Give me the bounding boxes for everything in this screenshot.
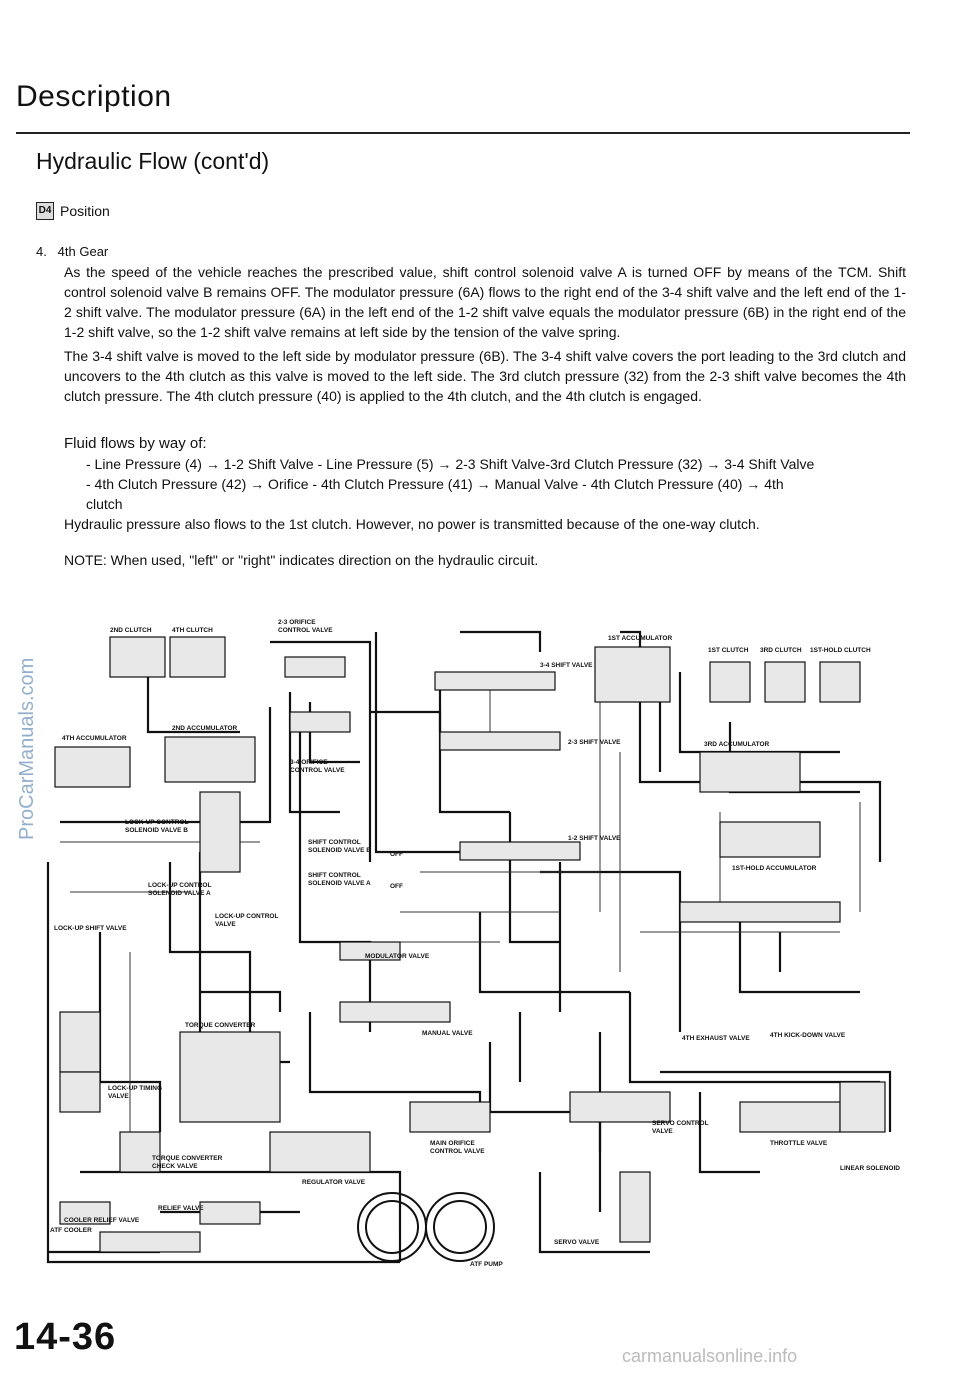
label-2-3-orifice-control: CONTROL VALVE	[278, 627, 333, 634]
label-servo-control: SERVO CONTROL	[652, 1120, 709, 1127]
label-4th-accumulator: 4TH ACCUMULATOR	[62, 735, 127, 742]
label-main-orifice: MAIN ORIFICE	[430, 1140, 475, 1147]
label-off-a: OFF	[390, 883, 403, 890]
label-off-b: OFF	[390, 851, 403, 858]
label-manual-valve: MANUAL VALVE	[422, 1030, 473, 1037]
label-shift-control-a-2: SOLENOID VALVE A	[308, 880, 371, 887]
label-cooler-relief-valve: COOLER RELIEF VALVE	[64, 1217, 140, 1224]
label-lockup-timing-2: VALVE	[108, 1093, 129, 1100]
fluid-intro: Fluid flows by way of:	[64, 435, 207, 452]
flow-line-3: clutch	[86, 496, 123, 512]
flow-line-1: - Line Pressure (4) → 1-2 Shift Valve - …	[86, 456, 815, 472]
label-2nd-accumulator: 2ND ACCUMULATOR	[172, 725, 238, 732]
label-4th-clutch: 4TH CLUTCH	[172, 627, 213, 634]
label-servo-valve: SERVO VALVE	[554, 1239, 600, 1246]
hydraulic-circuit-diagram: 2ND CLUTCH 4TH CLUTCH 2-3 ORIFICE CONTRO…	[46, 619, 900, 1268]
label-3-4-orifice-control: CONTROL VALVE	[290, 767, 345, 774]
label-lockup-timing: LOCK-UP TIMING	[108, 1085, 162, 1092]
label-shift-control-b-2: SOLENOID VALVE B	[308, 847, 371, 854]
paragraph-3: Hydraulic pressure also flows to the 1st…	[64, 516, 760, 532]
page-title: Description	[16, 80, 172, 113]
label-2nd-clutch: 2ND CLUTCH	[110, 627, 152, 634]
label-torque-converter: TORQUE CONVERTER	[185, 1022, 256, 1029]
label-lockup-shift-valve: LOCK-UP SHIFT VALVE	[54, 925, 127, 932]
flow-line-2: - 4th Clutch Pressure (42) → Orifice - 4…	[86, 476, 784, 492]
label-lockup-control-a-2: SOLENOID VALVE A	[148, 890, 211, 897]
position-label: Position	[60, 203, 110, 219]
section-subtitle: Hydraulic Flow (cont'd)	[36, 148, 270, 174]
label-servo-control-2: VALVE	[652, 1128, 673, 1135]
label-1st-accumulator: 1ST ACCUMULATOR	[608, 635, 672, 642]
watermark: ProCarManuals.com	[16, 657, 38, 840]
label-relief-valve: RELIEF VALVE	[158, 1205, 204, 1212]
title-rule	[16, 132, 910, 134]
label-2-3-shift-valve: 2-3 SHIFT VALVE	[568, 739, 621, 746]
label-lockup-control-valve: LOCK-UP CONTROL	[215, 913, 278, 920]
paragraph-1: As the speed of the vehicle reaches the …	[64, 264, 906, 340]
label-1-2-shift-valve: 1-2 SHIFT VALVE	[568, 835, 621, 842]
item-heading: 4. 4th Gear	[36, 244, 109, 259]
label-lockup-control-valve-2: VALVE	[215, 921, 236, 928]
position-heading: D4 Position	[36, 202, 110, 220]
footer-site: carmanualsonline.info	[622, 1346, 798, 1366]
label-tc-check-valve: TORQUE CONVERTER	[152, 1155, 223, 1162]
label-throttle-valve: THROTTLE VALVE	[770, 1140, 828, 1147]
label-2-3-orifice: 2-3 ORIFICE	[278, 619, 316, 626]
label-shift-control-a: SHIFT CONTROL	[308, 872, 361, 879]
label-linear-solenoid: LINEAR SOLENOID	[840, 1165, 900, 1172]
label-4th-exhaust-valve: 4TH EXHAUST VALVE	[682, 1035, 750, 1042]
label-lockup-control-b: LOCK-UP CONTROL	[125, 819, 188, 826]
label-lockup-control-b-2: SOLENOID VALVE B	[125, 827, 188, 834]
label-3rd-accumulator: 3RD ACCUMULATOR	[704, 741, 770, 748]
page-number: 14-36	[14, 1316, 117, 1358]
paragraph-2: The 3-4 shift valve is moved to the left…	[64, 348, 906, 404]
d4-position-icon: D4	[36, 202, 54, 220]
label-atf-cooler: ATF COOLER	[50, 1227, 92, 1234]
label-lockup-control-a: LOCK-UP CONTROL	[148, 882, 211, 889]
label-shift-control-b: SHIFT CONTROL	[308, 839, 361, 846]
label-1st-clutch: 1ST CLUTCH	[708, 647, 749, 654]
label-3-4-shift-valve: 3-4 SHIFT VALVE	[540, 662, 593, 669]
label-1st-hold-clutch: 1ST-HOLD CLUTCH	[810, 647, 871, 654]
label-4th-kickdown-valve: 4TH KICK-DOWN VALVE	[770, 1032, 846, 1039]
label-main-orifice-2: CONTROL VALVE	[430, 1148, 485, 1155]
label-1st-hold-accumulator: 1ST-HOLD ACCUMULATOR	[732, 865, 817, 872]
note: NOTE: When used, "left" or "right" indic…	[64, 552, 539, 568]
label-3rd-clutch: 3RD CLUTCH	[760, 647, 802, 654]
label-tc-check-valve-2: CHECK VALVE	[152, 1163, 198, 1170]
label-3-4-orifice: 3-4 ORIFICE	[290, 759, 328, 766]
label-regulator-valve: REGULATOR VALVE	[302, 1179, 366, 1186]
label-modulator-valve: MODULATOR VALVE	[365, 953, 430, 960]
label-atf-pump: ATF PUMP	[470, 1261, 503, 1268]
